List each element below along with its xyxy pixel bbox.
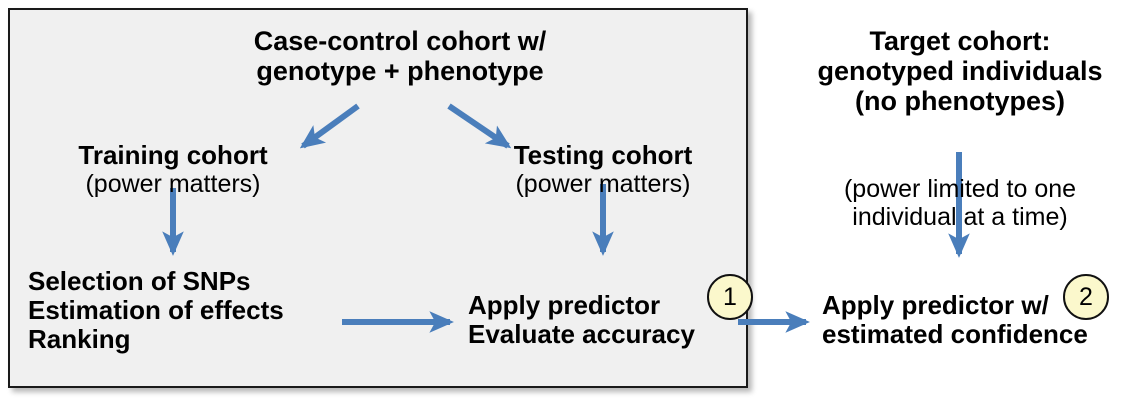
training-cohort-label: Training cohort (power matters) bbox=[78, 140, 268, 199]
training-steps-label: Selection of SNPs Estimation of effects … bbox=[28, 266, 284, 355]
target-apply-label: Apply predictor w/ estimated confidence bbox=[822, 290, 1088, 350]
target-power-note: (power limited to one individual at a ti… bbox=[843, 175, 1077, 231]
testing-steps-label: Apply predictor Evaluate accuracy bbox=[468, 290, 695, 350]
step-badge-2-label: 2 bbox=[1079, 282, 1093, 311]
step-badge-2: 2 bbox=[1063, 274, 1109, 320]
target-cohort-label: Target cohort: genotyped individuals (no… bbox=[817, 26, 1103, 117]
testing-cohort-label: Testing cohort (power matters) bbox=[513, 140, 693, 199]
step-badge-1: 1 bbox=[707, 274, 753, 320]
source-cohort-label: Case-control cohort w/ genotype + phenot… bbox=[253, 26, 547, 87]
step-badge-1-label: 1 bbox=[723, 282, 737, 311]
